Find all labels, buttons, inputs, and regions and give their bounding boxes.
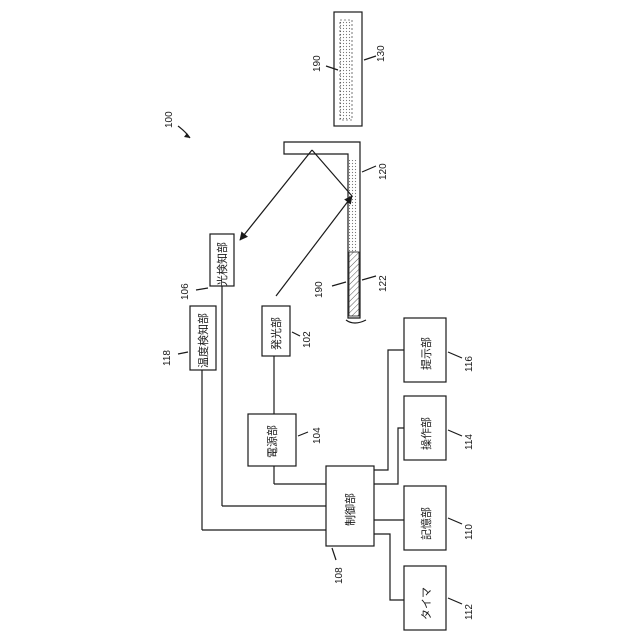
storage-label: 記憶部 [419, 507, 433, 540]
power-supply-leader [298, 432, 308, 436]
light-paths [240, 150, 352, 296]
plate-ref: 120 [378, 163, 389, 180]
reflected-light-ray-1 [312, 150, 352, 196]
block-operation: 操作部 114 [404, 396, 475, 460]
power-supply-label: 電源部 [265, 425, 279, 458]
block-control: 制御部 108 [326, 466, 374, 584]
temperature-detecting-ref: 118 [162, 350, 173, 366]
light-detecting-ref: 106 [180, 283, 191, 300]
cover-leader [364, 56, 376, 60]
block-temperature-detecting: 温度検知部 118 [162, 306, 216, 370]
light-emitting-ref: 102 [302, 331, 313, 348]
block-light-detecting: 光検知部 106 [180, 234, 234, 300]
block-storage: 記憶部 110 [404, 486, 475, 550]
plate-coating-leader [332, 282, 346, 286]
temperature-detecting-leader [178, 352, 188, 354]
control-leader [332, 548, 336, 560]
block-timer: タイマ 112 [404, 566, 475, 630]
block-presentation: 提示部 116 [404, 318, 475, 382]
cover-ref: 130 [376, 45, 387, 62]
plate-lower-leader [362, 276, 376, 280]
storage-ref: 110 [464, 524, 475, 540]
timer-label: タイマ [420, 587, 433, 620]
wire-control-to-timer [374, 534, 404, 600]
overall-ref-label: 100 [164, 111, 175, 128]
light-detecting-label: 光検知部 [215, 242, 229, 286]
overall-ref-arrowhead [184, 133, 190, 138]
control-label: 制御部 [343, 493, 357, 526]
cover-coating-ref: 190 [312, 55, 323, 72]
wire-control-to-operation [374, 428, 404, 484]
control-ref: 108 [334, 567, 345, 584]
timer-ref: 112 [464, 604, 475, 620]
temperature-detecting-label: 温度検知部 [196, 313, 210, 368]
plate-lower-section [349, 252, 359, 316]
plate-coating [349, 160, 357, 252]
plate-leader [362, 166, 376, 172]
cover-coating [340, 20, 352, 120]
block-power-supply: 電源部 104 [248, 414, 323, 466]
storage-leader [448, 518, 462, 524]
operation-ref: 114 [464, 434, 475, 450]
presentation-label: 提示部 [419, 337, 433, 370]
light-detecting-leader [196, 288, 208, 290]
block-light-emitting: 発光部 102 [262, 306, 313, 356]
overall-reference: 100 [164, 111, 190, 138]
emitted-light-ray [276, 196, 352, 296]
plate-assembly: 120 122 190 [284, 142, 389, 323]
cover-130: 130 190 [312, 12, 387, 126]
presentation-ref: 116 [464, 356, 475, 372]
plate-coating-ref: 190 [314, 281, 325, 298]
plate-lower-ref: 122 [378, 275, 389, 292]
wire-control-to-presentation [372, 350, 404, 470]
operation-label: 操作部 [419, 417, 433, 450]
timer-leader [448, 598, 462, 604]
reflected-light-ray-2 [240, 150, 312, 240]
plate-break-line [346, 320, 366, 323]
power-supply-ref: 104 [312, 427, 323, 444]
presentation-leader [448, 352, 462, 358]
light-emitting-label: 発光部 [269, 317, 283, 350]
operation-leader [448, 430, 462, 436]
light-emitting-leader [292, 332, 300, 336]
